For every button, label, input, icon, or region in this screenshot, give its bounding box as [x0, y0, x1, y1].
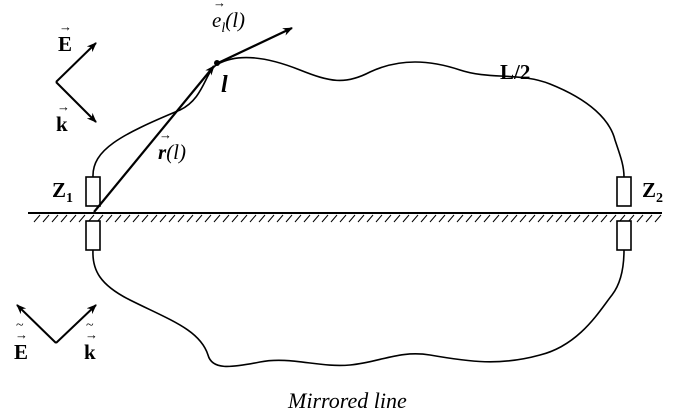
label-mirror-k-vector: k [84, 318, 98, 365]
ground-hatch [447, 214, 455, 223]
label-z2: Z2 [642, 178, 664, 207]
ground-hatch [249, 214, 257, 223]
ground-hatch [285, 214, 293, 223]
ground-hatch [357, 214, 365, 223]
ground-hatch [33, 214, 41, 223]
impedance-z2 [616, 176, 632, 207]
ground-hatch [303, 214, 311, 223]
ground-hatch [141, 214, 149, 223]
ground-hatch [132, 214, 140, 223]
radius-vector-arrow [93, 65, 215, 213]
wire-line [92, 56, 625, 178]
ground-hatch [510, 214, 518, 223]
ground-hatch [339, 214, 347, 223]
ground-hatch [375, 214, 383, 223]
ground-hatch [114, 214, 122, 223]
ground-hatch [78, 214, 86, 223]
ground-hatch [213, 214, 221, 223]
ground-hatch [231, 214, 239, 223]
ground-hatch [573, 214, 581, 223]
ground-hatch [438, 214, 446, 223]
label-point-l: l [221, 72, 228, 98]
ground-hatch [204, 214, 212, 223]
ground-hatch [60, 214, 68, 223]
ground-hatch [474, 214, 482, 223]
ground-hatch [402, 214, 410, 223]
e-field-arrow [55, 42, 97, 83]
ground-hatch [321, 214, 329, 223]
ground-hatch [411, 214, 419, 223]
label-tangent-vector: el(l) [212, 0, 245, 37]
ground-hatch [105, 214, 113, 223]
ground-hatch [150, 214, 158, 223]
ground-hatch [159, 214, 167, 223]
mirrored-wire-line [92, 249, 625, 368]
ground-hatch [564, 214, 572, 223]
ground-hatch [654, 214, 662, 223]
ground-hatch [528, 214, 536, 223]
ground-hatch [168, 214, 176, 223]
ground-hatch [195, 214, 203, 223]
impedance-z2-mirror [616, 220, 632, 251]
ground-hatch [429, 214, 437, 223]
ground-hatch [537, 214, 545, 223]
point-l-dot [214, 60, 220, 66]
ground-hatch [492, 214, 500, 223]
ground-hatch [294, 214, 302, 223]
ground-hatch [384, 214, 392, 223]
label-half-length: L/2 [500, 60, 531, 84]
ground-hatch [546, 214, 554, 223]
ground-hatch [222, 214, 230, 223]
ground-hatch [465, 214, 473, 223]
ground-hatch [366, 214, 374, 223]
ground-hatch [177, 214, 185, 223]
ground-hatch [348, 214, 356, 223]
ground-hatch [240, 214, 248, 223]
ground-hatch [456, 214, 464, 223]
impedance-z1-mirror [85, 220, 101, 251]
tangent-vector-arrow [217, 27, 293, 64]
caption-mirrored-line: Mirrored line [288, 388, 407, 413]
ground-hatch [420, 214, 428, 223]
ground-hatch [276, 214, 284, 223]
ground-hatch [123, 214, 131, 223]
label-e-field: E [58, 19, 72, 57]
ground-hatch [519, 214, 527, 223]
ground-hatch [636, 214, 644, 223]
ground-hatch [69, 214, 77, 223]
ground-plane [28, 212, 662, 223]
k-vector-arrow [55, 81, 97, 123]
label-k-vector: k [56, 99, 70, 137]
label-z1: Z1 [52, 178, 74, 207]
ground-hatch [258, 214, 266, 223]
ground-hatch [582, 214, 590, 223]
label-radius-vector: r(l) [158, 127, 186, 165]
ground-hatch [186, 214, 194, 223]
ground-hatch [312, 214, 320, 223]
ground-hatch [267, 214, 275, 223]
ground-hatch [51, 214, 59, 223]
ground-hatch [591, 214, 599, 223]
ground-hatch [330, 214, 338, 223]
ground-hatch [609, 214, 617, 223]
ground-hatch [600, 214, 608, 223]
ground-hatch [483, 214, 491, 223]
ground-hatch [555, 214, 563, 223]
ground-hatch [393, 214, 401, 223]
mirror-k-vector-arrow [55, 304, 97, 344]
ground-hatch [645, 214, 653, 223]
label-mirror-e-field: E [14, 318, 28, 365]
mirror-e-field-arrow [16, 304, 57, 344]
ground-hatch [501, 214, 509, 223]
impedance-z1 [85, 176, 101, 207]
ground-hatch [42, 214, 50, 223]
